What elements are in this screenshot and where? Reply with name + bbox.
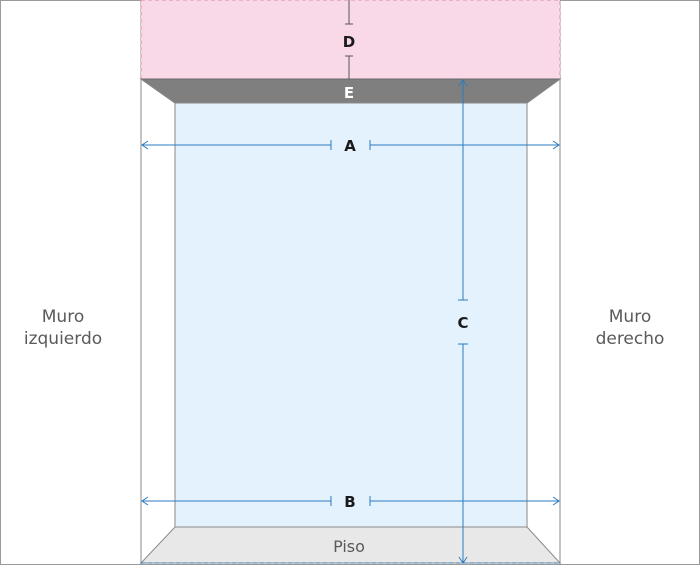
floor-area — [139, 526, 562, 564]
left-reveal-top — [140, 78, 176, 104]
left-wall-label-line2: izquierdo — [24, 329, 102, 349]
floor-label: Piso — [333, 537, 365, 556]
dimension-a — [141, 140, 560, 150]
dimension-e-label: E — [344, 84, 354, 102]
dimension-c-label: C — [457, 314, 468, 332]
opening-area — [174, 102, 528, 528]
right-wall-label-line1: Muro — [609, 307, 651, 327]
right-reveal-top — [526, 78, 561, 104]
dimension-a-label: A — [344, 137, 356, 155]
left-wall-label-line1: Muro — [42, 307, 84, 327]
right-wall-label-line2: derecho — [596, 329, 665, 349]
dimension-d — [345, 0, 353, 79]
header-zone-d — [140, 0, 561, 80]
dimension-b — [141, 496, 560, 506]
dimension-d-label: D — [343, 33, 355, 51]
dimension-b-label: B — [344, 493, 355, 511]
dimension-c — [458, 79, 468, 564]
